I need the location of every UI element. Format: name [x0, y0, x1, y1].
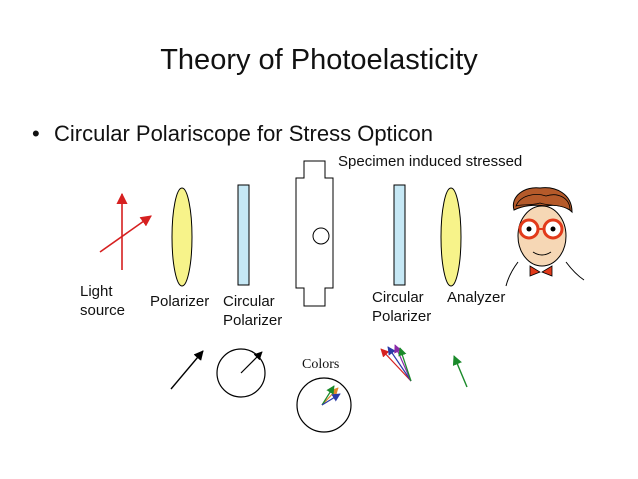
- polarizer-label: Polarizer: [150, 293, 210, 310]
- bullet-marker: •: [32, 121, 40, 146]
- circular-polarizer-plate-2: [393, 184, 406, 286]
- circular-polarizer-1-line1: Circular: [223, 293, 275, 310]
- multi-color-vectors: [380, 344, 412, 382]
- circular-polarizer-plate-1: [237, 184, 250, 286]
- circular-polarizer-2-line1: Circular: [372, 289, 424, 306]
- light-source-label-line2: source: [80, 302, 126, 319]
- analyzer-label: Analyzer: [447, 289, 506, 306]
- specimen-hole: [312, 227, 330, 245]
- polarizer-lens: [171, 187, 193, 287]
- circular-polarizer-label-1: Circular Polarizer: [223, 292, 282, 330]
- circular-light-diagram: [216, 348, 266, 398]
- analyzer-lens: [440, 187, 462, 287]
- circular-polarizer-2-line2: Polarizer: [372, 308, 432, 325]
- bullet-item: • Circular Polariscope for Stress Opticon: [32, 121, 433, 147]
- light-source-label: Light source: [80, 282, 125, 320]
- specimen-label: Specimen induced stressed: [338, 153, 523, 170]
- slide-title: Theory of Photoelasticity: [160, 44, 478, 76]
- light-source-label-line1: Light: [80, 283, 113, 300]
- light-source-arrows: [99, 192, 152, 270]
- circular-polarizer-1-line2: Polarizer: [223, 312, 283, 329]
- polarized-light-vector: [170, 350, 204, 390]
- observer-face-icon: [505, 187, 585, 287]
- bullet-text: Circular Polariscope for Stress Opticon: [54, 121, 434, 146]
- circular-polarizer-label-2: Circular Polarizer: [372, 288, 431, 326]
- colors-label: Colors: [302, 357, 340, 372]
- analyzer-output-vector: [452, 355, 468, 388]
- colors-vector-diagram: [296, 377, 352, 433]
